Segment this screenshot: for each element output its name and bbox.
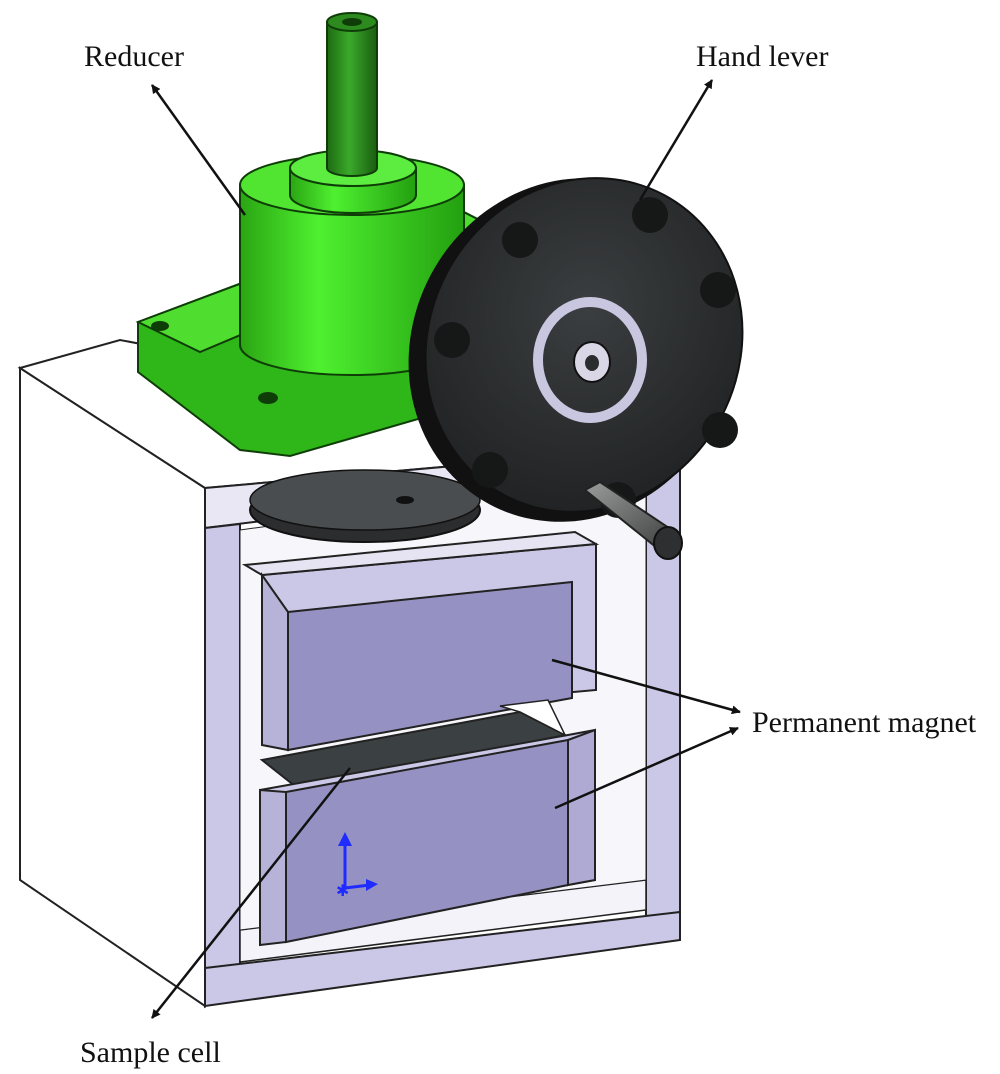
upper-magnet-arrow	[551, 658, 741, 715]
permanent-magnet-label: Permanent magnet	[752, 706, 977, 739]
sample-cell-label: Sample cell	[80, 1036, 221, 1069]
hand-lever-label: Hand lever	[696, 40, 828, 73]
leader-lines	[150, 79, 741, 1019]
sample-cell-arrow	[151, 767, 351, 1019]
coordinate-triad-icon: ✱	[336, 832, 378, 900]
hand-wheel	[408, 177, 744, 522]
svg-text:✱: ✱	[336, 881, 349, 900]
reducer-label: Reducer	[84, 40, 184, 73]
upper-permanent-magnet	[241, 530, 600, 752]
hand-lever-arrow	[638, 79, 714, 201]
hand-lever-handle	[583, 480, 683, 560]
lower-magnet-arrow	[554, 726, 739, 810]
reducer-arrow	[150, 84, 247, 216]
reducer	[135, 12, 498, 458]
reducer-base-disk	[249, 469, 481, 543]
